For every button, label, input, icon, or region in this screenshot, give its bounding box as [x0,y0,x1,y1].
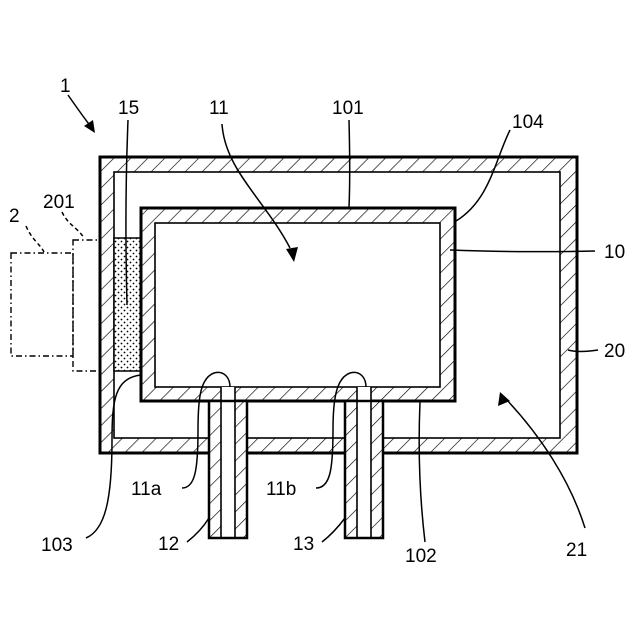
label-device: 1 [60,76,71,97]
label-port-a: 11a [131,479,162,500]
label-inner-space: 11 [209,98,229,119]
label-outer-space: 21 [566,540,587,561]
label-side-wall: 103 [41,535,73,556]
label-window: 15 [118,98,139,119]
external-unit [11,253,73,356]
label-pipe-right: 13 [293,534,314,555]
pipe-right [345,387,383,538]
label-outer-container: 20 [604,341,625,362]
label-external-unit-part: 201 [43,192,75,213]
label-pipe-left: 12 [158,534,179,555]
label-inner-container: 10 [604,242,625,263]
label-port-b: 11b [266,479,296,500]
outer-container [100,157,577,453]
label-top-wall: 101 [332,98,364,119]
label-corner: 104 [512,112,544,133]
external-unit-part [73,240,100,371]
pipe-left [209,387,247,538]
label-bottom-wall: 102 [405,546,437,567]
label-external-unit: 2 [9,206,20,227]
inner-container [141,208,455,401]
